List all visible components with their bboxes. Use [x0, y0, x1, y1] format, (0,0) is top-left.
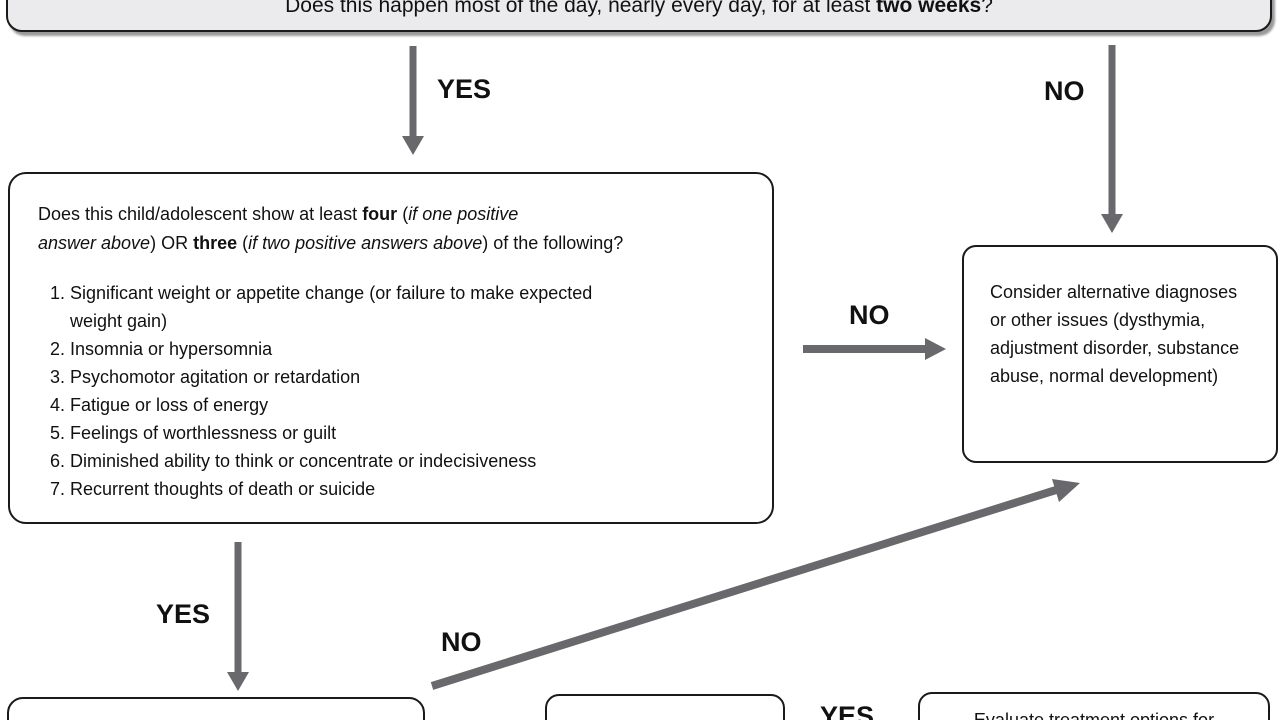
- no-label-top: NO: [1044, 76, 1085, 106]
- bottom-middle-box: [545, 694, 785, 720]
- no-arrow-top-right: [1101, 45, 1123, 233]
- criteria-item: Insomnia or hypersomnia: [70, 335, 748, 363]
- criteria-item: Recurrent thoughts of death or suicide: [70, 475, 748, 503]
- criteria-item: Significant weight or appetite change (o…: [70, 279, 748, 335]
- top-question-box: Does this happen most of the day, nearly…: [6, 0, 1272, 32]
- yes-label-bottom: YES: [156, 599, 211, 629]
- yes-arrow-top: [402, 46, 424, 155]
- criteria-item: Feelings of worthlessness or guilt: [70, 419, 748, 447]
- yes-arrow-bottom-left: [227, 542, 249, 691]
- yes-label-bottom-right: YES: [820, 701, 875, 720]
- no-label-middle: NO: [849, 300, 890, 330]
- bottom-left-box: [7, 697, 425, 720]
- no-label-diagonal: NO: [441, 627, 482, 657]
- criteria-list: Significant weight or appetite change (o…: [38, 279, 748, 503]
- yes-label-top: YES: [437, 74, 492, 104]
- alternative-diagnoses-box: Consider alternative diagnoses or other …: [962, 245, 1278, 463]
- no-arrow-middle: [803, 338, 946, 360]
- top-question-text: Does this happen most of the day, nearly…: [285, 0, 993, 17]
- criteria-item: Psychomotor agitation or retardation: [70, 363, 748, 391]
- criteria-item: Diminished ability to think or concentra…: [70, 447, 748, 475]
- treatment-options-text: Evaluate treatment options for: [973, 710, 1215, 720]
- criteria-question-text: Does this child/adolescent show at least…: [38, 204, 624, 253]
- treatment-options-box: Evaluate treatment options for: [918, 692, 1270, 720]
- alternative-diagnoses-text: Consider alternative diagnoses or other …: [990, 282, 1240, 386]
- criteria-item: Fatigue or loss of energy: [70, 391, 748, 419]
- criteria-question-box: Does this child/adolescent show at least…: [8, 172, 774, 524]
